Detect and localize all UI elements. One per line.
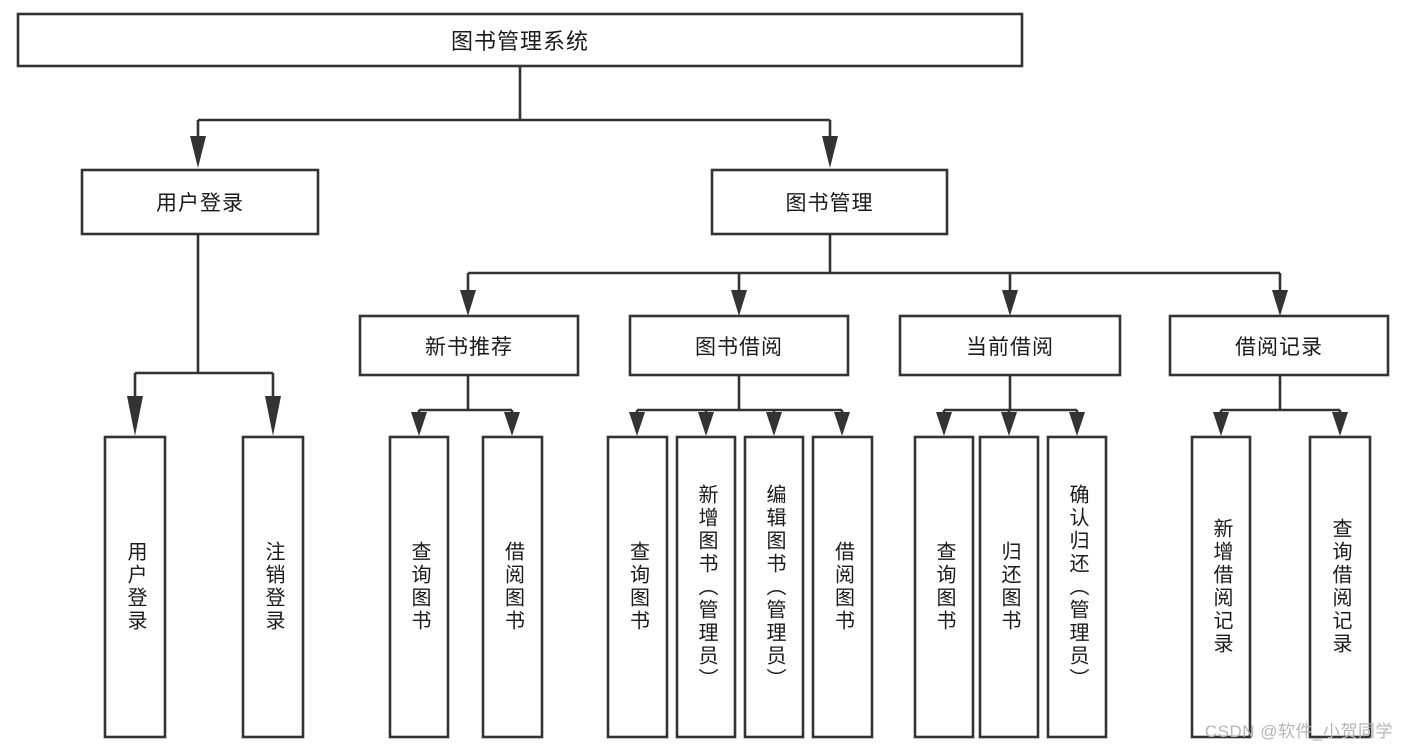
leaf-user-login-2[interactable] [241,435,305,739]
arrowhead-nb-leaf2 [504,412,520,436]
node-current-borrow[interactable] [898,314,1122,377]
leaf-book-borrow-4[interactable] [811,435,874,739]
node-new-book-recommend[interactable] [358,314,580,377]
connector-group-newbook [411,375,520,436]
arrowhead-leaf-logout [265,396,281,436]
arrowhead-br-leaf1 [1213,412,1229,436]
connector-group-bookborrow [629,375,850,436]
node-book-borrow[interactable] [628,314,850,377]
node-borrow-record[interactable] [1168,314,1390,377]
arrowhead-cb-leaf3 [1069,412,1085,436]
node-root[interactable] [16,12,1024,68]
arrowhead-nb-leaf1 [411,412,427,436]
arrowhead-cb-leaf2 [1001,412,1017,436]
connector-group-login [127,234,281,436]
arrowhead-cb-leaf1 [936,412,952,436]
leaf-new-book-2[interactable] [481,435,544,739]
arrowhead-current-borrow [1002,290,1018,316]
leaf-current-borrow-1[interactable] [913,435,975,739]
leaf-borrow-record-2[interactable] [1308,435,1372,739]
arrowhead-bb-leaf1 [629,412,645,436]
node-user-login[interactable] [80,168,320,236]
arrowhead-login [190,136,206,168]
arrowhead-new-book [460,290,476,316]
arrowhead-bb-leaf4 [834,412,850,436]
leaf-book-borrow-2[interactable] [675,435,737,739]
arrowhead-borrow-record [1272,290,1288,316]
arrowhead-book-borrow [731,290,747,316]
node-book-management[interactable] [710,168,949,236]
leaf-book-borrow-1[interactable] [606,435,669,739]
leaf-borrow-record-1[interactable] [1190,435,1252,739]
connector-group-currentborrow [936,375,1085,436]
leaf-new-book-1[interactable] [388,435,450,739]
leaf-current-borrow-2[interactable] [978,435,1040,739]
connector-group-root [190,66,838,168]
arrowhead-br-leaf2 [1332,412,1348,436]
leaf-current-borrow-3[interactable] [1046,435,1108,739]
connector-group-bookmgmt [460,234,1288,316]
arrowhead-bb-leaf2 [698,412,714,436]
arrowhead-bookmgmt [822,136,838,168]
connector-group-borrowrecord [1213,375,1348,436]
leaf-user-login-1[interactable] [103,435,167,739]
arrowhead-bb-leaf3 [766,412,782,436]
leaf-book-borrow-3[interactable] [743,435,805,739]
arrowhead-leaf-user-login [127,396,143,436]
watermark-text: CSDN @软件_小贺同学 [1204,722,1393,741]
